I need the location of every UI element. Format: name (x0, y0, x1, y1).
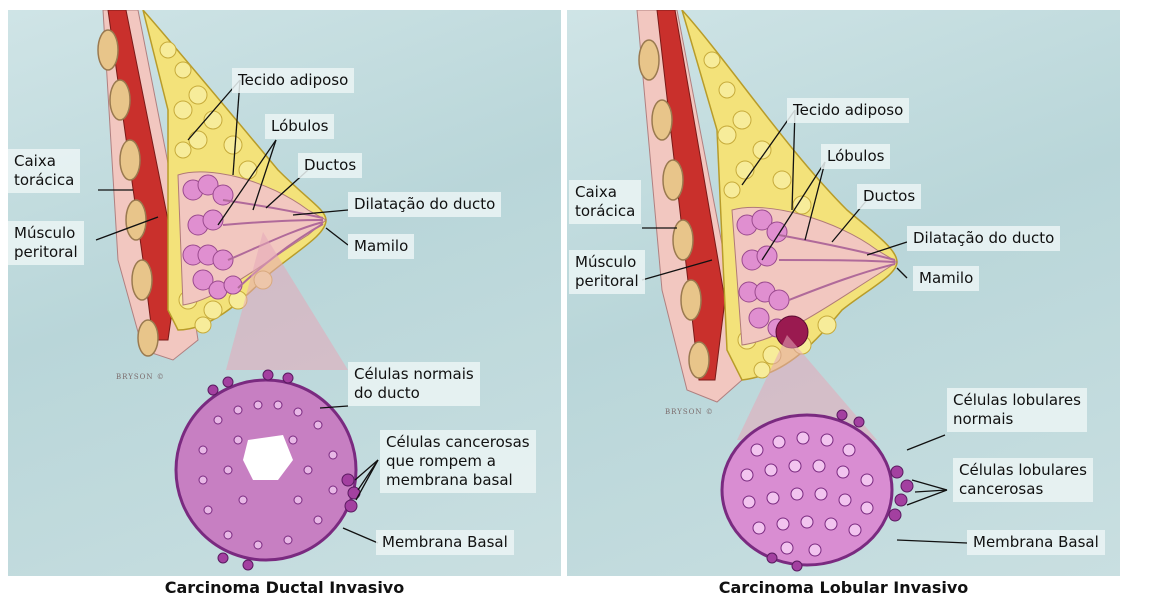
label-ductos: Ductos (298, 153, 362, 178)
label-musculo-peitoral: Músculo peritoral (569, 250, 645, 294)
label-musculo-peitoral: Músculo peritoral (8, 221, 84, 265)
label-membrana-basal: Membrana Basal (376, 530, 514, 555)
label-ductos: Ductos (857, 184, 921, 209)
label-celulas-normais-ducto: Células normais do ducto (348, 362, 480, 406)
label-celulas-cancerosas: Células cancerosas que rompem a membrana… (380, 430, 536, 493)
caption-lobular: Carcinoma Lobular Invasivo (567, 578, 1120, 597)
label-celulas-lobulares-normais: Células lobulares normais (947, 388, 1087, 432)
label-tecido-adiposo: Tecido adiposo (787, 98, 909, 123)
artist-signature: BRYSON © (116, 373, 165, 381)
label-mamilo: Mamilo (913, 266, 979, 291)
label-lobulos: Lóbulos (821, 144, 890, 169)
label-mamilo: Mamilo (348, 234, 414, 259)
label-tecido-adiposo: Tecido adiposo (232, 68, 354, 93)
label-celulas-lobulares-cancerosas: Células lobulares cancerosas (953, 458, 1093, 502)
lobular-panel: BRYSON © Tecido adiposo Lóbulos Ductos D… (567, 10, 1120, 576)
label-lobulos: Lóbulos (265, 114, 334, 139)
artist-signature: BRYSON © (665, 408, 714, 416)
label-dilatacao-ducto: Dilatação do ducto (348, 192, 501, 217)
ductal-panel: BRYSON © Tecido adiposo Lóbulos Ductos D… (8, 10, 561, 576)
label-caixa-toracica: Caixa torácica (569, 180, 641, 224)
label-dilatacao-ducto: Dilatação do ducto (907, 226, 1060, 251)
caption-ductal: Carcinoma Ductal Invasivo (8, 578, 561, 597)
label-caixa-toracica: Caixa torácica (8, 149, 80, 193)
label-membrana-basal: Membrana Basal (967, 530, 1105, 555)
